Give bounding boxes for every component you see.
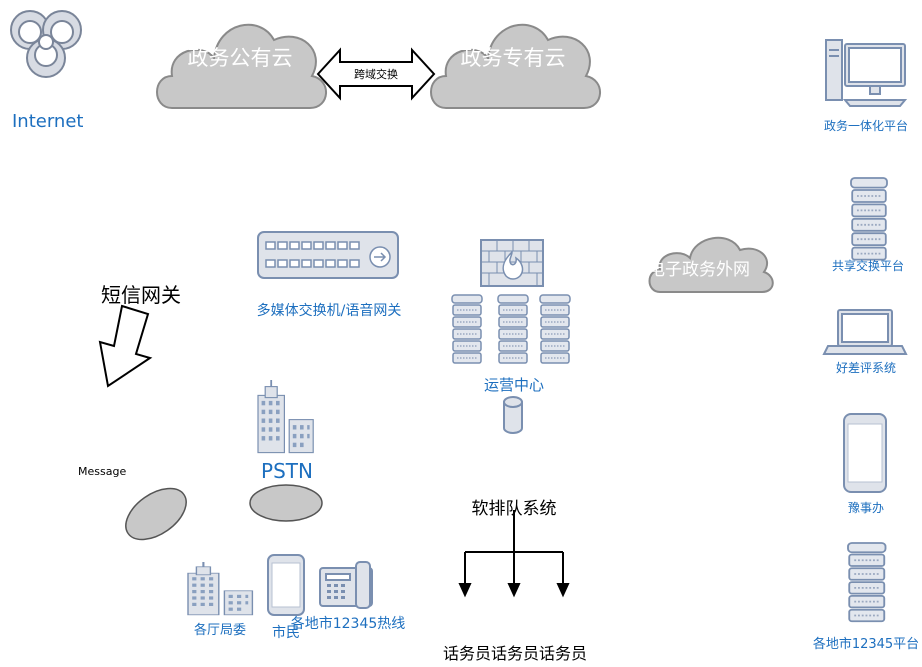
public-cloud-shape: [156, 23, 327, 109]
smartphone-icon: [267, 554, 305, 616]
extranet-cloud-shape: [648, 236, 774, 293]
agents-label: 话务员话务员话务员: [442, 644, 588, 663]
ops-center-label: 运营中心: [483, 376, 545, 394]
gov-platform-label: 政务一体化平台: [823, 119, 909, 133]
server-rack-icon: [848, 543, 886, 621]
multimedia-switch-label: 多媒体交换机/语音网关: [256, 303, 402, 319]
extranet-label: 电子政务外网: [648, 260, 750, 280]
private-cloud-shape: [430, 23, 601, 109]
private-cloud-label: 政务专有云: [460, 46, 566, 70]
message-ellipse: [125, 487, 187, 541]
database-icon: [503, 396, 523, 434]
desktop-computer-icon: [825, 39, 908, 107]
city-platform-label: 各地市12345平台: [812, 637, 920, 652]
citizens-label: 市民: [272, 625, 300, 641]
rating-system-label: 好差评系统: [835, 361, 897, 375]
biohazard-icon: [10, 10, 82, 78]
cross-domain-arrow: [316, 47, 436, 101]
sms-gateway-label: 短信网关: [101, 283, 181, 307]
firewall-icon: [480, 239, 544, 287]
building-icon: [186, 560, 254, 616]
server-rack-icon: [851, 178, 887, 260]
server-rack-icon: [498, 295, 528, 363]
telephone-icon: [319, 561, 373, 609]
soft-queue-label: 软排队系统: [471, 499, 557, 519]
shared-exchange-label: 共享交换平台: [831, 259, 905, 273]
pstn-ellipse: [249, 484, 323, 522]
smartphone-icon: [843, 413, 887, 493]
building-icon: [257, 379, 315, 454]
cross-domain-label: 跨域交换: [354, 68, 398, 81]
queue-distribution-lines: [458, 510, 570, 598]
network-switch-icon: [257, 231, 399, 279]
departments-label: 各厅局委: [193, 623, 247, 638]
yushiban-label: 豫事办: [847, 501, 885, 515]
pstn-label: PSTN: [261, 459, 313, 483]
server-rack-icon: [452, 295, 482, 363]
server-rack-icon: [540, 295, 570, 363]
sms-arrow: [98, 304, 153, 388]
laptop-icon: [822, 309, 908, 355]
public-cloud-label: 政务公有云: [187, 46, 293, 70]
internet-label: Internet: [12, 111, 84, 132]
city-hotline-label: 各地市12345热线: [290, 616, 406, 632]
message-label: Message: [78, 465, 127, 478]
